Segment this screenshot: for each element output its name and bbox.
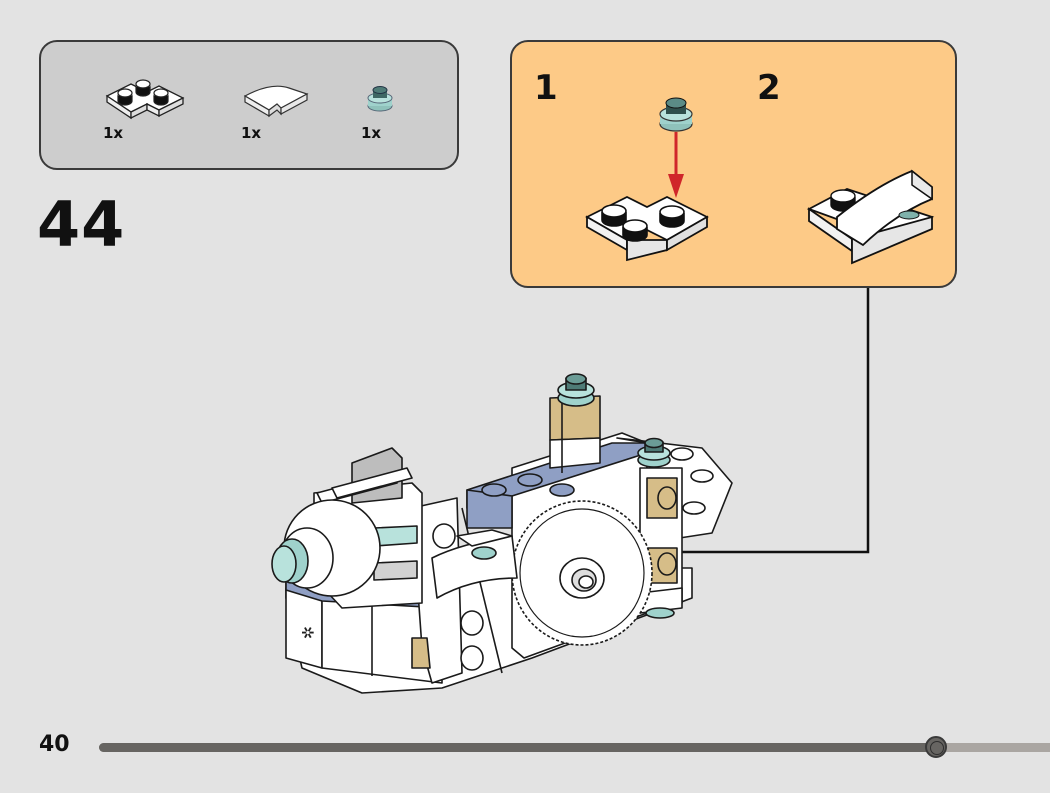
assembled-subpart-illustration [807,169,935,265]
parts-list-item: 1x [361,72,395,142]
page-progress-bar[interactable] [99,736,1050,758]
part-quantity: 1x [361,124,382,142]
curved-slope-icon [243,85,309,118]
progress-thumb-handle[interactable] [924,736,947,758]
parts-list-item: 1x [241,72,311,142]
main-model-illustration: ✲ [271,373,733,694]
substep-label: 1 [534,68,558,108]
page-number: 40 [39,732,70,757]
sub-assembly-callout: 1 2 [510,40,957,288]
red-arrow-head-icon [668,174,684,198]
round-plate-drop-illustration [659,97,693,198]
part-quantity: 1x [241,124,262,142]
parts-list-panel: 1x 1x 1x [39,40,459,170]
corner-plate-illustration [585,195,709,262]
round-plate-icon [367,86,393,112]
svg-text:✲: ✲ [298,626,317,639]
corner-plate-icon [105,79,185,120]
part-quantity: 1x [103,124,124,142]
progress-fill [99,743,936,752]
step-number: 44 [37,188,126,261]
substep-label: 2 [757,68,781,108]
parts-list-item: 1x [103,72,187,142]
